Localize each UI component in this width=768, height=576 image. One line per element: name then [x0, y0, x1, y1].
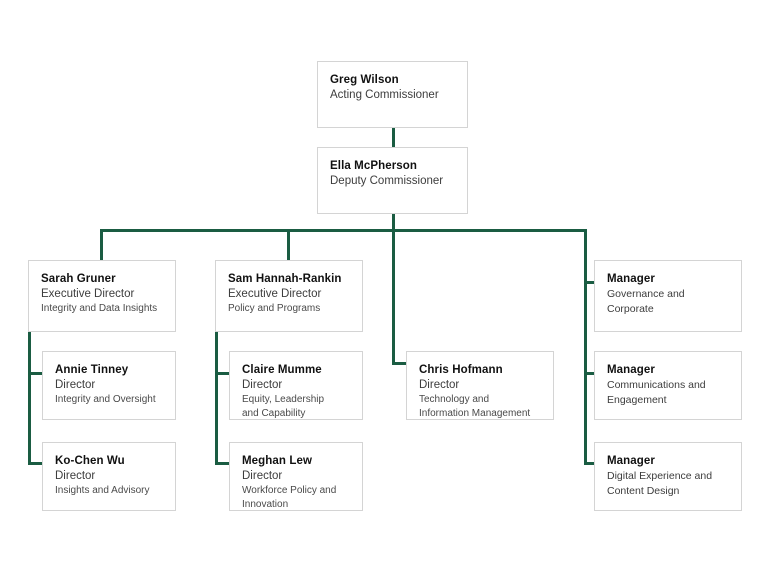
node-role: Director — [419, 379, 460, 391]
node-role: Acting Commissioner — [330, 89, 439, 101]
node-name: Meghan Lew — [242, 455, 313, 467]
connector-policy-spine — [215, 332, 218, 463]
node-role: Director — [55, 470, 96, 482]
node-name: Claire Mumme — [242, 364, 322, 376]
connector-integrity-spine — [28, 332, 31, 463]
connector-stub-mgr-comms — [584, 372, 595, 375]
node-dir-equity[interactable]: Claire Mumme Director Equity, Leadership… — [229, 351, 363, 420]
node-name: Ko-Chen Wu — [55, 455, 125, 467]
node-role: Director — [242, 470, 283, 482]
connector-stub-dir-technology — [392, 362, 406, 365]
node-name: Manager — [607, 364, 655, 376]
node-name: Ella McPherson — [330, 160, 418, 172]
connector-stub-dir-equity — [215, 372, 229, 375]
node-unit: Integrity and Data Insights — [41, 303, 158, 314]
node-unit: Integrity and Oversight — [55, 394, 156, 405]
node-unit: Insights and Advisory — [55, 485, 150, 496]
node-name: Greg Wilson — [330, 74, 399, 86]
node-role: Director — [242, 379, 283, 391]
connector-bus-to-dir-technology — [392, 229, 395, 362]
connector-deputy-stem — [392, 214, 395, 231]
node-role: Executive Director — [41, 288, 135, 300]
node-role: Deputy Commissioner — [330, 175, 444, 187]
node-name: Manager — [607, 455, 655, 467]
node-name: Annie Tinney — [55, 364, 129, 376]
connector-stub-dir-workforce — [215, 462, 229, 465]
connector-stub-dir-insights — [28, 462, 42, 465]
node-name: Manager — [607, 273, 655, 285]
node-dir-integrity-oversight[interactable]: Annie Tinney Director Integrity and Over… — [42, 351, 176, 420]
connector-commissioner-to-deputy — [392, 128, 395, 150]
connector-manager-spine — [584, 229, 587, 463]
node-role: Director — [55, 379, 96, 391]
node-role: Executive Director — [228, 288, 322, 300]
node-dir-insights[interactable]: Ko-Chen Wu Director Insights and Advisor… — [42, 442, 176, 511]
node-name: Chris Hofmann — [419, 364, 503, 376]
node-commissioner[interactable]: Greg Wilson Acting Commissioner — [317, 61, 468, 128]
node-deputy[interactable]: Ella McPherson Deputy Commissioner — [317, 147, 468, 214]
node-name: Sam Hannah-Rankin — [228, 273, 342, 285]
connector-bus-to-ed-policy — [287, 229, 290, 260]
connector-stub-mgr-governance — [584, 281, 595, 284]
node-ed-integrity[interactable]: Sarah Gruner Executive Director Integrit… — [28, 260, 176, 332]
connector-stub-mgr-digital — [584, 462, 595, 465]
node-ed-policy[interactable]: Sam Hannah-Rankin Executive Director Pol… — [215, 260, 363, 332]
connector-main-bus — [100, 229, 587, 232]
connector-bus-to-ed-integrity — [100, 229, 103, 260]
node-name: Sarah Gruner — [41, 273, 116, 285]
node-unit: Policy and Programs — [228, 303, 321, 314]
node-dir-workforce[interactable]: Meghan Lew Director Workforce Policy and… — [229, 442, 363, 511]
connector-stub-dir-integrity-oversight — [28, 372, 42, 375]
